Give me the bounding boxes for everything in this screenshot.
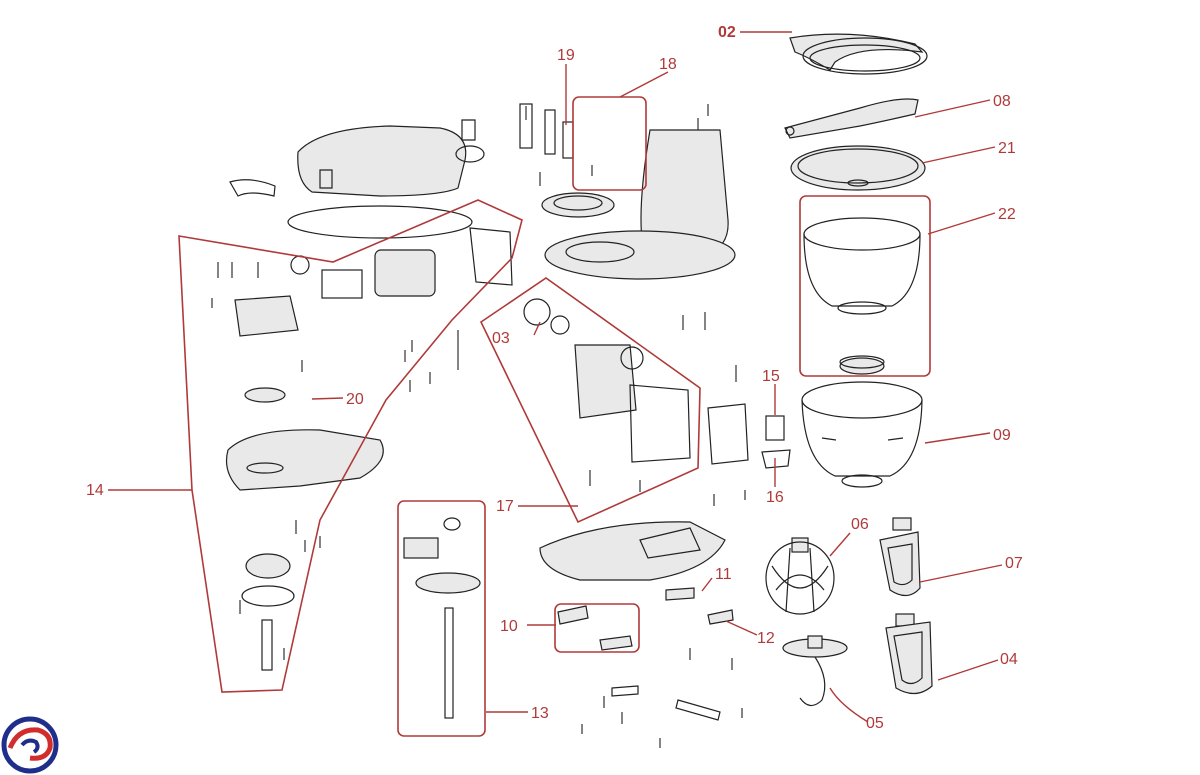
leader-lines (108, 31, 1003, 723)
callout-14: 14 (86, 482, 104, 499)
callout-09: 09 (993, 427, 1011, 444)
speed-control (707, 403, 791, 469)
callout-11: 11 (715, 566, 732, 583)
callout-02: 02 (718, 24, 736, 41)
group-22-outline (799, 195, 931, 377)
callout-05: 05 (866, 715, 884, 732)
callout-17: 17 (496, 498, 514, 515)
group-14-outline (178, 199, 523, 693)
part-07-flex-beater (879, 517, 921, 597)
part-05-dough-hook (782, 635, 848, 707)
callout-07: 07 (1005, 555, 1023, 572)
feet-and-clips (557, 587, 734, 721)
stand-column (541, 129, 736, 280)
callout-08: 08 (993, 93, 1011, 110)
callout-12: 12 (757, 630, 775, 647)
planetary-parts (403, 517, 481, 719)
callout-22: 22 (998, 206, 1016, 223)
part-21-bowl-lid (790, 145, 926, 191)
part-09-mixing-bowl (801, 381, 923, 488)
part-22-glass-bowl (803, 217, 921, 375)
motor-assembly (290, 227, 513, 299)
callout-16: 16 (766, 489, 784, 506)
head-cover (229, 119, 485, 239)
fasteners (211, 103, 746, 748)
swirl-logo-icon (1, 716, 59, 774)
group-outlines (178, 96, 931, 737)
callout-labels: 02 03 04 05 06 07 08 09 10 11 12 13 14 1… (86, 24, 1023, 732)
group-18-outline (572, 96, 647, 191)
callout-10: 10 (500, 618, 518, 635)
callout-19: 19 (557, 47, 575, 64)
callout-03: 03 (492, 330, 510, 347)
group-13-outline (397, 500, 486, 737)
callout-04: 04 (1000, 651, 1018, 668)
part-drawings (211, 33, 933, 748)
gearbox (225, 295, 384, 671)
callout-21: 21 (998, 140, 1016, 157)
callout-18: 18 (659, 56, 677, 73)
callout-13: 13 (531, 705, 549, 722)
group-17-outline (479, 277, 701, 524)
callout-06: 06 (851, 516, 869, 533)
part-02-pouring-shield (789, 33, 928, 75)
group-10-outline (554, 603, 640, 653)
base-plate (539, 521, 726, 581)
callout-15: 15 (762, 368, 780, 385)
part-04-flat-beater (885, 613, 933, 695)
front-bracket (523, 298, 691, 463)
part-06-whisk (765, 537, 835, 615)
part-08-bowl-handle (784, 98, 919, 139)
callout-20: 20 (346, 391, 364, 408)
